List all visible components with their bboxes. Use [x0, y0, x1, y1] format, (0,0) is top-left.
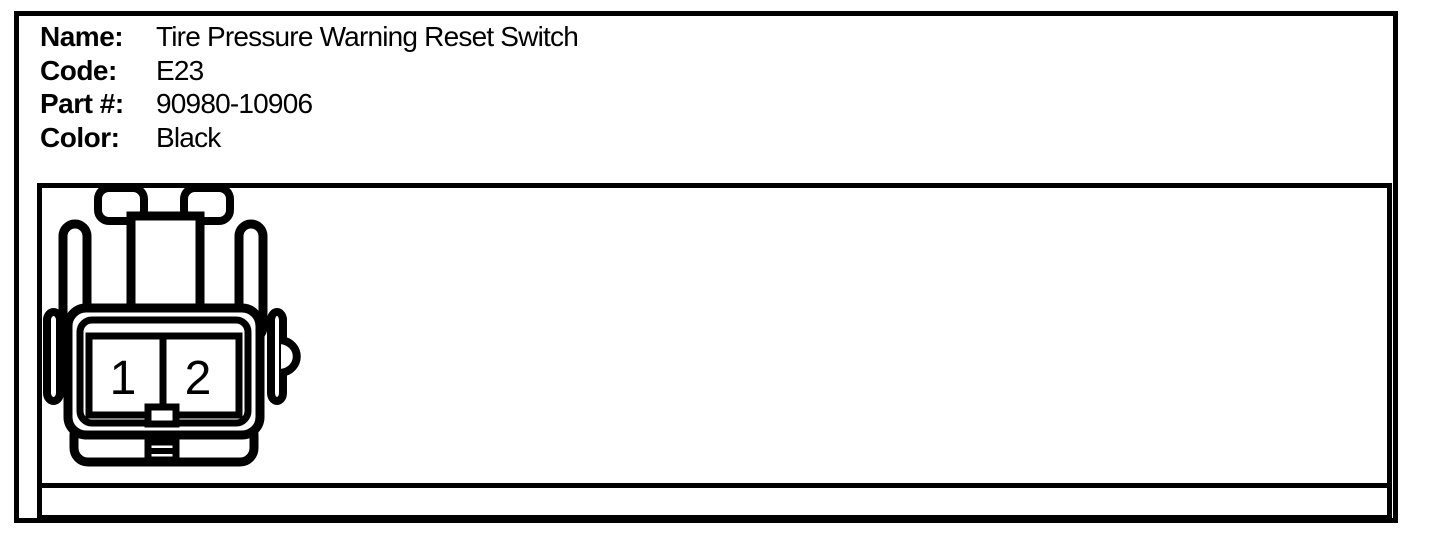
field-row-color: Color: Black: [40, 122, 221, 153]
field-value-color: Black: [156, 122, 221, 153]
page-border: [14, 11, 1398, 523]
notes-strip: [37, 488, 1392, 520]
connector-side-bump: [279, 336, 301, 377]
field-value-code: E23: [156, 55, 204, 86]
field-row-part-number: Part #: 90980-10906: [40, 88, 313, 119]
field-row-name: Name: Tire Pressure Warning Reset Switch: [40, 21, 579, 52]
field-label-code: Code:: [40, 55, 117, 86]
field-label-color: Color:: [40, 122, 120, 153]
connector-diagram: 1 2: [43, 184, 301, 467]
field-row-code: Code: E23: [40, 55, 204, 86]
connector-lock-tab: [144, 403, 180, 428]
connector-terminals: 1 2: [85, 332, 243, 464]
field-value-name: Tire Pressure Warning Reset Switch: [156, 21, 579, 52]
field-value-part-number: 90980-10906: [156, 88, 313, 119]
pin-2-label: 2: [185, 352, 212, 405]
field-label-name: Name:: [40, 21, 124, 52]
connector-wing-left: [43, 308, 64, 405]
pin-1-label: 1: [110, 352, 137, 405]
field-label-part-number: Part #:: [40, 88, 124, 119]
